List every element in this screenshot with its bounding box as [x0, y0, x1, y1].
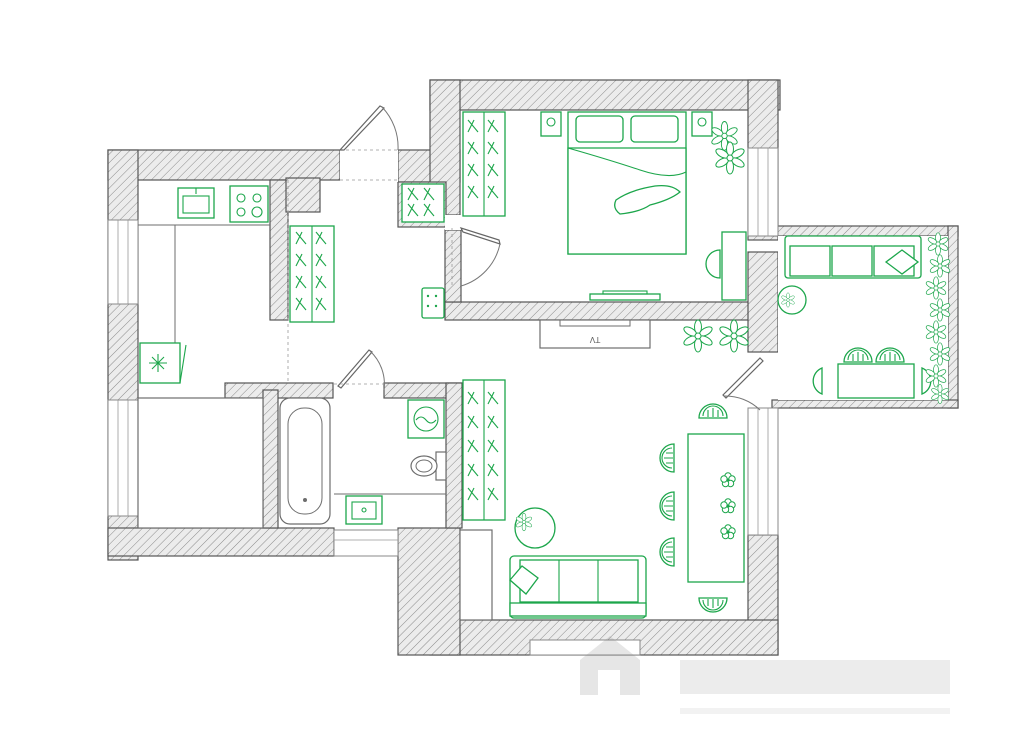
- toilet: [410, 451, 447, 481]
- dining-chair: [659, 443, 675, 473]
- stove: [229, 185, 269, 223]
- plant-icon: [710, 121, 739, 151]
- bathroom: [279, 397, 447, 525]
- bedroom-tv: [589, 290, 661, 301]
- balcony-sofa: [784, 235, 922, 279]
- shoe-rack: [401, 183, 445, 223]
- tv-label: TV: [589, 335, 601, 344]
- fridge: [139, 342, 187, 384]
- nightstand-right: [691, 111, 713, 137]
- snowflake-icon: [149, 354, 167, 372]
- storage-room: [137, 397, 264, 529]
- kitchen: [138, 185, 270, 384]
- double-bed: [567, 111, 687, 255]
- nightstand-left: [540, 111, 562, 137]
- dining-chair: [698, 403, 728, 419]
- doors: [334, 105, 764, 411]
- hall-bench: [421, 287, 445, 319]
- coffee-table: [514, 507, 556, 549]
- bedroom: [462, 111, 747, 301]
- dining-chair: [659, 537, 675, 567]
- plant-icon: [681, 319, 715, 353]
- living-wardrobe: [462, 379, 506, 521]
- windows: [107, 147, 779, 656]
- bedroom-wardrobe: [462, 111, 506, 217]
- balcony-side-table: [777, 285, 807, 315]
- dining-chair: [659, 491, 675, 521]
- house-logo-icon: [580, 636, 950, 714]
- desk: [705, 231, 747, 301]
- hallway: [287, 180, 445, 383]
- plant-icon: [717, 319, 751, 353]
- plant-icon: [713, 141, 747, 175]
- tv-unit: TV: [539, 319, 651, 349]
- dining-chair: [698, 597, 728, 613]
- living-room: TV: [459, 319, 751, 621]
- hall-wardrobe: [289, 225, 335, 323]
- washing-machine: [407, 399, 445, 439]
- sofa: [509, 555, 647, 619]
- bathroom-sink: [345, 495, 383, 525]
- cabinet: [459, 529, 493, 621]
- dining-table: [687, 433, 745, 583]
- bathtub: [279, 397, 331, 525]
- balcony: [777, 232, 952, 404]
